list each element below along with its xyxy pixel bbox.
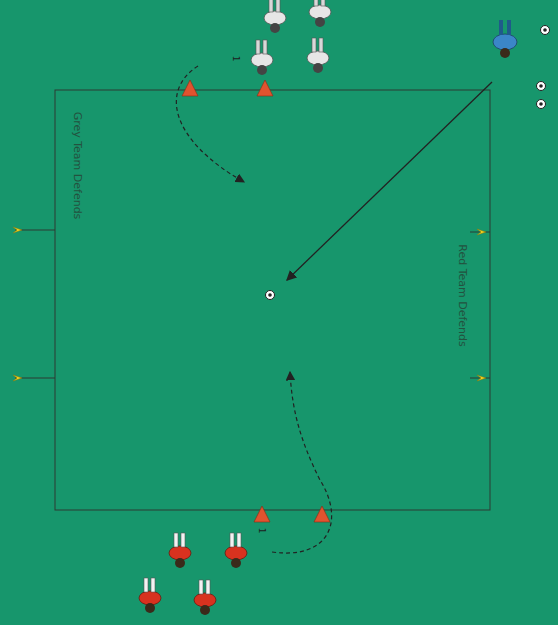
team-label: Red Team Defends [457,244,468,347]
callout-number: 1 [231,55,240,61]
callout-number: 1 [257,527,266,533]
team-label: Grey Team Defends [73,111,84,219]
